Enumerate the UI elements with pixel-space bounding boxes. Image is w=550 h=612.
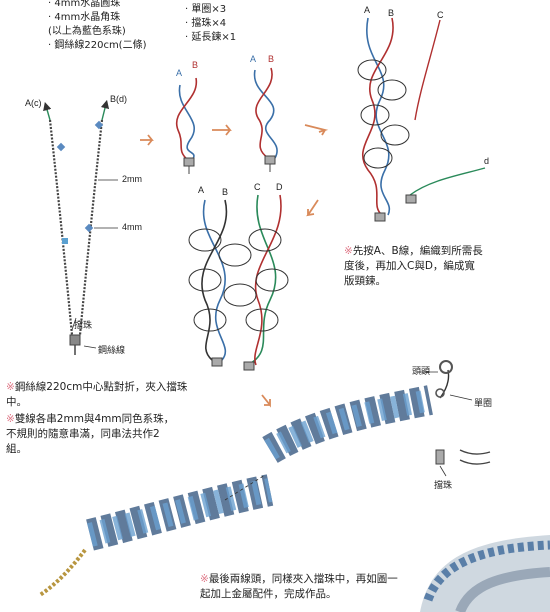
note-finish: ※最後兩線頭，同樣夾入擋珠中，再如圖一起加上金屬配件，完成作品。 xyxy=(200,572,400,602)
material-item: · 4mm水晶圓珠 xyxy=(48,0,121,9)
knot-step-1 xyxy=(175,77,197,174)
label-a-step2: A xyxy=(250,54,257,64)
note-text: 最後兩線頭，同樣夾入擋珠中，再如圖一起加上金屬配件，完成作品。 xyxy=(200,573,398,600)
material-item: · 鋼絲線220cm(二條) xyxy=(48,40,147,51)
material-item: · 單圈×3 xyxy=(185,4,227,15)
label-b-step3: B xyxy=(388,8,395,18)
finished-photo xyxy=(420,535,550,612)
label-d-step4: D xyxy=(276,182,283,192)
materials-list-left: · 4mm水晶圓珠 · 4mm水晶角珠 (以上為藍色系珠) · 鋼絲線220cm… xyxy=(48,0,147,53)
label-a-step4: A xyxy=(198,185,205,195)
braid-ab-long xyxy=(357,17,486,222)
label-a-step1: A xyxy=(176,68,183,78)
finished-band-bottom xyxy=(38,474,274,597)
material-item: · 4mm水晶角珠 xyxy=(48,12,121,23)
note-mark: ※ xyxy=(6,381,15,393)
label-2mm: 2mm xyxy=(122,174,142,184)
label-d-lower: d xyxy=(484,156,490,166)
beaded-strands xyxy=(43,99,118,355)
label-jump-ring: 單圈 xyxy=(474,398,493,408)
materials-list-right: · 單圈×3 · 擋珠×4 · 延長鍊×1 xyxy=(185,3,236,45)
note-braid: ※先按A、B線，編織到所需長度後，再加入C與D，編成寬版頸鍊。 xyxy=(344,244,484,289)
note-fold-wire: ※鋼絲線220cm中心點對折，夾入擋珠中。 xyxy=(6,380,196,410)
label-c-step4: C xyxy=(254,182,261,192)
note-mark: ※ xyxy=(200,573,209,585)
note-text: 先按A、B線，編織到所需長度後，再加入C與D，編成寬版頸鍊。 xyxy=(344,245,483,287)
note-string-beads: ※雙線各串2mm與4mm同色系珠，不規則的隨意串滿，同串法共作2組。 xyxy=(6,412,176,457)
label-ac: A(c) xyxy=(25,98,42,108)
label-bd: B(d) xyxy=(110,94,128,104)
material-item: (以上為藍色系珠) xyxy=(48,26,126,37)
flow-arrows xyxy=(140,124,329,408)
label-a-step3: A xyxy=(364,5,371,15)
label-b-step4: B xyxy=(222,187,229,197)
material-item: · 延長鍊×1 xyxy=(185,32,237,43)
label-wire: 鋼絲線 xyxy=(98,345,126,355)
label-head: 頭頭 xyxy=(412,366,431,376)
note-text: 雙線各串2mm與4mm同色系珠，不規則的隨意串滿，同串法共作2組。 xyxy=(6,413,175,455)
label-b-step1: B xyxy=(192,60,199,70)
braid-abcd-wide xyxy=(188,194,289,371)
note-text: 鋼絲線220cm中心點對折，夾入擋珠中。 xyxy=(6,381,188,408)
label-4mm: 4mm xyxy=(122,222,142,232)
note-mark: ※ xyxy=(6,413,15,425)
finished-band xyxy=(262,360,491,477)
label-b-step2: B xyxy=(268,54,275,64)
knot-step-2 xyxy=(253,67,278,172)
note-mark: ※ xyxy=(344,245,353,257)
label-stopper-2: 擋珠 xyxy=(434,480,453,490)
material-item: · 擋珠×4 xyxy=(185,18,227,29)
label-c-step3: C xyxy=(437,10,444,20)
label-stopper: 擋珠 xyxy=(74,320,93,330)
